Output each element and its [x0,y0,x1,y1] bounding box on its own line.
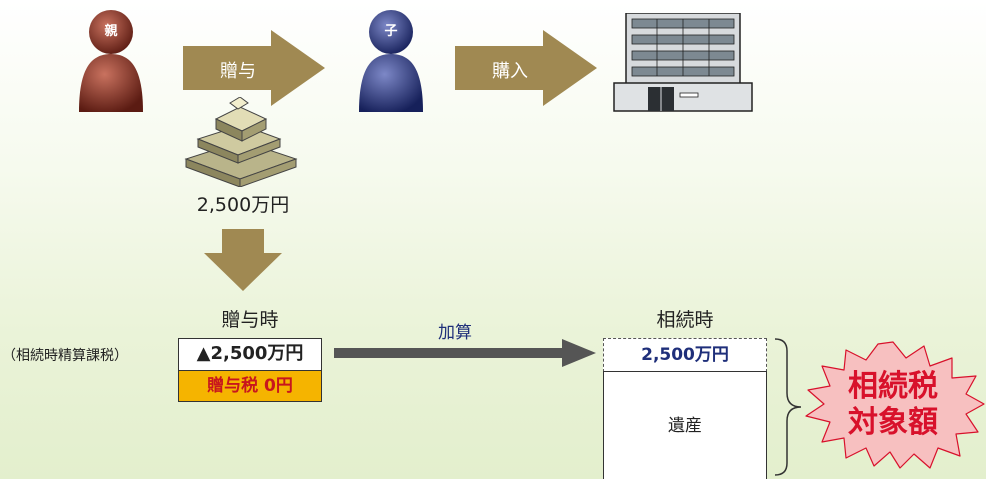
inheritance-time-label: 相続時 [656,309,714,331]
estate-box: 遺産 [603,371,767,479]
add-arrow [334,339,596,367]
apartment-building-icon [613,13,753,112]
curly-brace [774,338,802,476]
badge-line-1: 相続税 [848,369,938,404]
inherited-amount-box: 2,500万円 [603,338,767,372]
parent-label: 親 [104,24,118,39]
gift-arrow [183,30,325,106]
child-label: 子 [384,24,398,39]
add-label: 加算 [438,323,472,343]
settlement-system-label: （相続時精算課税） [2,348,128,364]
purchase-label: 購入 [492,61,528,82]
gift-time-label: 贈与時 [221,309,279,331]
purchase-arrow [455,30,597,106]
money-amount-label: 2,500万円 [196,194,290,216]
gift-label: 贈与 [220,61,256,82]
money-stack-icon [184,97,298,187]
badge-line-2: 対象額 [848,405,938,440]
down-arrow [204,229,282,291]
gift-tax-box: 贈与税 0円 [178,370,322,402]
parent-figure [79,10,143,112]
taxable-amount-badge [805,341,985,469]
deduction-amount-box: ▲2,500万円 [178,338,322,371]
child-figure [359,10,423,112]
